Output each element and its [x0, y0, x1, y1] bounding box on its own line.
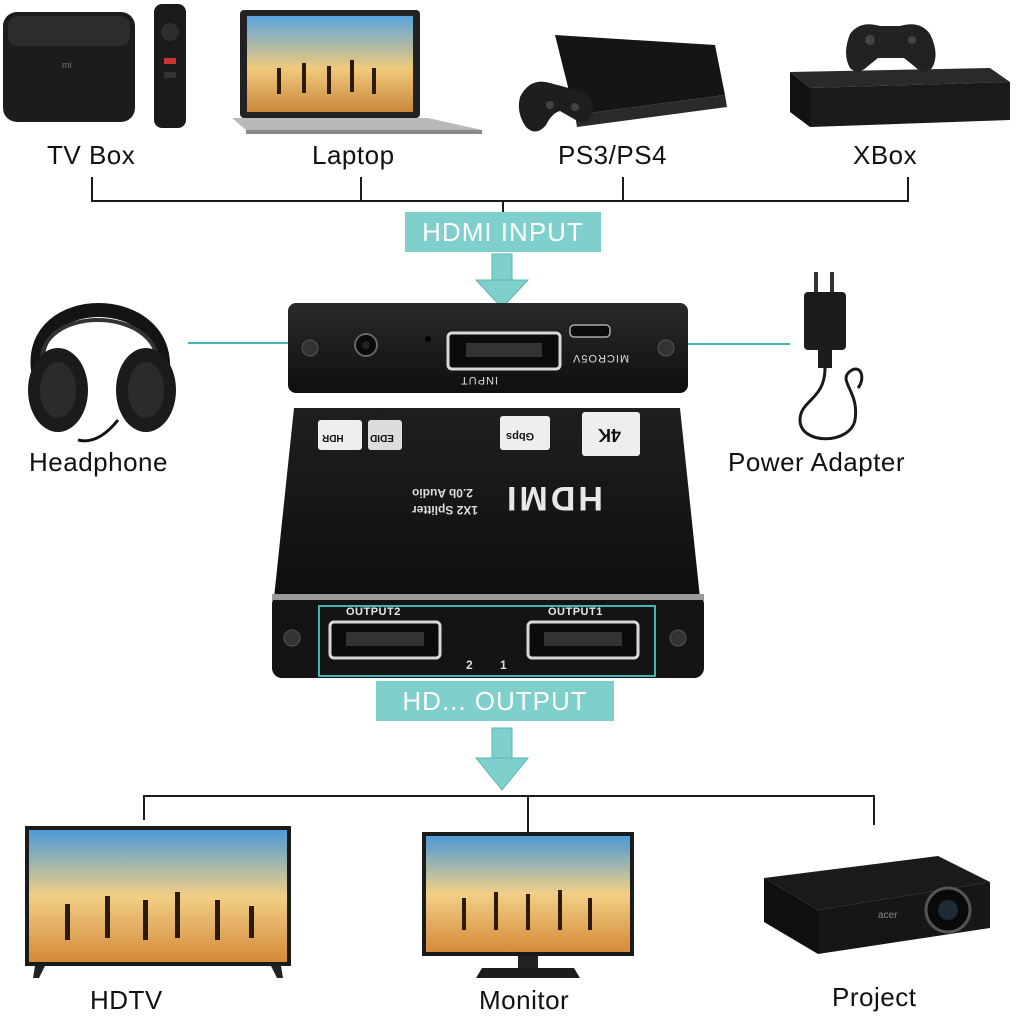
splitter-micro5v-label: MICRO5V: [572, 352, 630, 364]
input-connector-tvbox: [91, 177, 93, 202]
hdmi-input-heading: HDMI INPUT: [405, 212, 601, 252]
device-label-xbox: XBox: [853, 140, 918, 170]
output-connector-hline: [143, 795, 875, 797]
device-label-laptop: Laptop: [312, 140, 395, 170]
output2-port-label: OUTPUT2: [346, 606, 401, 618]
led-label-1: 1: [500, 658, 507, 672]
splitter-body: [272, 408, 704, 678]
headphone-connector: [188, 342, 358, 344]
splitter-sub-splitter: 1X2 Splitter: [412, 503, 479, 517]
laptop-icon: [232, 10, 482, 134]
device-label-tv-box: TV Box: [47, 140, 136, 170]
output-connector-hdtv: [143, 795, 145, 820]
arrow-down-icon: [474, 253, 530, 309]
monitor-icon: [422, 832, 634, 978]
tv-box-icon: mi: [3, 4, 186, 128]
hdtv-icon: [25, 826, 291, 978]
projector-icon: acer: [764, 856, 990, 954]
device-label-ps3-ps4: PS3/PS4: [558, 140, 668, 170]
headphone-icon: [28, 303, 176, 443]
device-label-monitor: Monitor: [479, 985, 570, 1015]
badge-speed-label: Gbps: [506, 430, 535, 442]
splitter-sub-audio: 2.0b Audio: [412, 486, 473, 500]
svg-text:mi: mi: [62, 60, 72, 70]
input-connector-ps: [622, 177, 624, 202]
output-connector-projector: [873, 795, 875, 825]
arrow-down-icon-2: [474, 727, 530, 791]
led-label-2: 2: [466, 658, 473, 672]
splitter-brand: HDMI: [504, 479, 603, 517]
badge-hdr-label: HDR: [322, 432, 344, 443]
badge-edid-label: EDID: [370, 432, 394, 443]
output1-port-label: OUTPUT1: [548, 606, 603, 618]
power-adapter-icon: [798, 272, 864, 441]
device-label-hdtv: HDTV: [90, 985, 163, 1015]
device-label-headphone: Headphone: [29, 447, 168, 477]
device-label-power-adapter: Power Adapter: [728, 447, 906, 477]
device-label-projector: Project: [832, 982, 917, 1012]
xbox-console-icon: [790, 24, 1010, 127]
input-connector-xbox: [907, 177, 909, 202]
splitter-input-panel: [288, 303, 688, 393]
output-connector-monitor: [527, 795, 529, 835]
input-connector-hline: [91, 200, 909, 202]
power-connector: [618, 343, 790, 345]
svg-text:acer: acer: [878, 910, 898, 921]
badge-4k-label: 4K: [598, 425, 622, 445]
input-connector-center: [502, 200, 504, 212]
splitter-input-port-label: INPUT: [460, 374, 498, 386]
hdmi-output-heading: HD... OUTPUT: [376, 681, 614, 721]
input-connector-laptop: [360, 177, 362, 202]
ps3-console-icon: [518, 35, 727, 132]
